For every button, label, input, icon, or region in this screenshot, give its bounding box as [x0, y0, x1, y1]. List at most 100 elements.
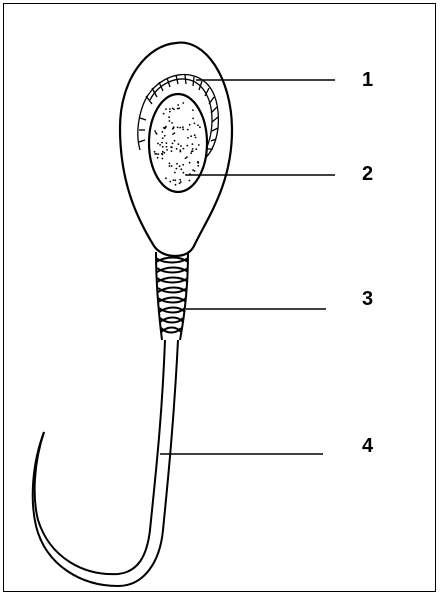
nucleus-dot: [199, 126, 201, 128]
nucleus-dot: [166, 149, 168, 151]
nucleus-dot: [192, 109, 194, 111]
nucleus-dot: [176, 148, 178, 150]
nucleus-dot: [191, 150, 193, 152]
nucleus-dot: [197, 165, 199, 167]
label-1: 1: [362, 70, 373, 90]
nucleus-dot: [169, 120, 171, 122]
nucleus-dot: [180, 145, 182, 147]
nucleus-dot: [194, 123, 196, 125]
nucleus-dot: [190, 135, 192, 137]
nucleus-dot: [182, 164, 184, 166]
nucleus-dot: [173, 126, 175, 128]
nucleus-dot: [173, 109, 175, 111]
nucleus-dot: [171, 122, 173, 124]
nucleus-dot: [171, 150, 173, 152]
nucleus-dot: [197, 124, 199, 126]
nucleus-dot: [166, 142, 168, 144]
nucleus-dot: [192, 118, 194, 120]
nucleus-dot: [169, 165, 171, 167]
nucleus-dot: [171, 146, 173, 148]
nucleus-dot: [174, 172, 176, 174]
label-3: 3: [362, 289, 373, 309]
nucleus-dot: [182, 102, 184, 104]
nucleus-dot: [194, 134, 196, 136]
nucleus-dot: [161, 142, 163, 144]
nucleus-dot: [159, 144, 161, 146]
nucleus-dot: [163, 152, 165, 154]
nucleus-dot: [169, 111, 171, 113]
nucleus-dot: [162, 158, 164, 160]
nucleus-dot: [157, 143, 159, 145]
nucleus-dot: [154, 130, 156, 132]
nucleus-dot: [180, 181, 182, 183]
nucleus-dot: [177, 127, 179, 129]
nucleus-dot: [157, 153, 159, 155]
nucleus-dot: [198, 144, 200, 146]
nucleus-dot: [176, 168, 178, 170]
nucleus-dot: [175, 184, 177, 186]
nucleus-dot: [192, 148, 194, 150]
nucleus-dot: [177, 108, 179, 110]
nucleus-dot: [176, 163, 178, 165]
nucleus-dot: [180, 168, 182, 170]
nucleus-dot: [169, 163, 171, 165]
midpiece: [156, 252, 188, 340]
nucleus-dot: [163, 113, 165, 115]
nucleus-dot: [162, 137, 164, 139]
nucleus-dot: [182, 126, 184, 128]
nucleus-dot: [162, 146, 164, 148]
nucleus-dot: [179, 165, 181, 167]
nucleus-dot: [162, 131, 164, 133]
nucleus-dot: [169, 108, 171, 110]
nucleus-dot: [163, 127, 165, 129]
nucleus-dot: [155, 132, 157, 134]
label-2: 2: [362, 164, 373, 184]
nucleus-dot: [172, 128, 174, 130]
nucleus-dot: [179, 127, 181, 129]
nucleus-dot: [162, 151, 164, 153]
nucleus-dot: [179, 149, 181, 151]
nucleus-dot: [183, 172, 185, 174]
tail: [33, 340, 178, 586]
nucleus-dot: [169, 181, 171, 183]
nucleus-dot: [182, 128, 184, 130]
nucleus-dot: [189, 162, 191, 164]
nucleus-dot: [174, 179, 176, 181]
nucleus-dot: [178, 143, 180, 145]
nucleus-dot: [186, 145, 188, 147]
nucleus-dot: [154, 151, 156, 153]
nucleus-dot: [166, 146, 168, 148]
nucleus-dot: [179, 179, 181, 181]
nucleus-dot: [164, 135, 166, 137]
nucleus-dot: [165, 108, 167, 110]
nucleus-dot: [192, 143, 194, 145]
nucleus-dot: [173, 179, 175, 181]
nucleus-dot: [195, 148, 197, 150]
nucleus-dot: [195, 137, 197, 139]
nucleus-dot: [189, 124, 191, 126]
nucleus-dot: [192, 169, 194, 171]
nucleus-dot: [162, 154, 164, 156]
nucleus-dot: [165, 177, 167, 179]
nucleus-dot: [165, 126, 167, 128]
nucleus-dot: [171, 165, 173, 167]
nucleus-dot: [172, 133, 174, 135]
nucleus-dot: [190, 152, 192, 154]
nucleus-dot: [194, 170, 196, 172]
nucleus-dot: [189, 180, 191, 182]
nucleus-dot: [157, 157, 159, 159]
nucleus-dot: [177, 104, 179, 106]
nucleus-dot: [174, 140, 176, 142]
nucleus-dot: [154, 153, 156, 155]
nucleus-dot: [186, 156, 188, 158]
nucleus-dot: [183, 148, 185, 150]
nucleus-dot: [179, 182, 181, 184]
nucleus-dot: [197, 161, 199, 163]
nucleus-dot: [172, 143, 174, 145]
nucleus-dot: [185, 157, 187, 159]
nucleus-dot: [187, 129, 189, 131]
nucleus-dot: [187, 137, 189, 139]
nucleus-dot: [168, 116, 170, 118]
label-4: 4: [362, 436, 373, 456]
